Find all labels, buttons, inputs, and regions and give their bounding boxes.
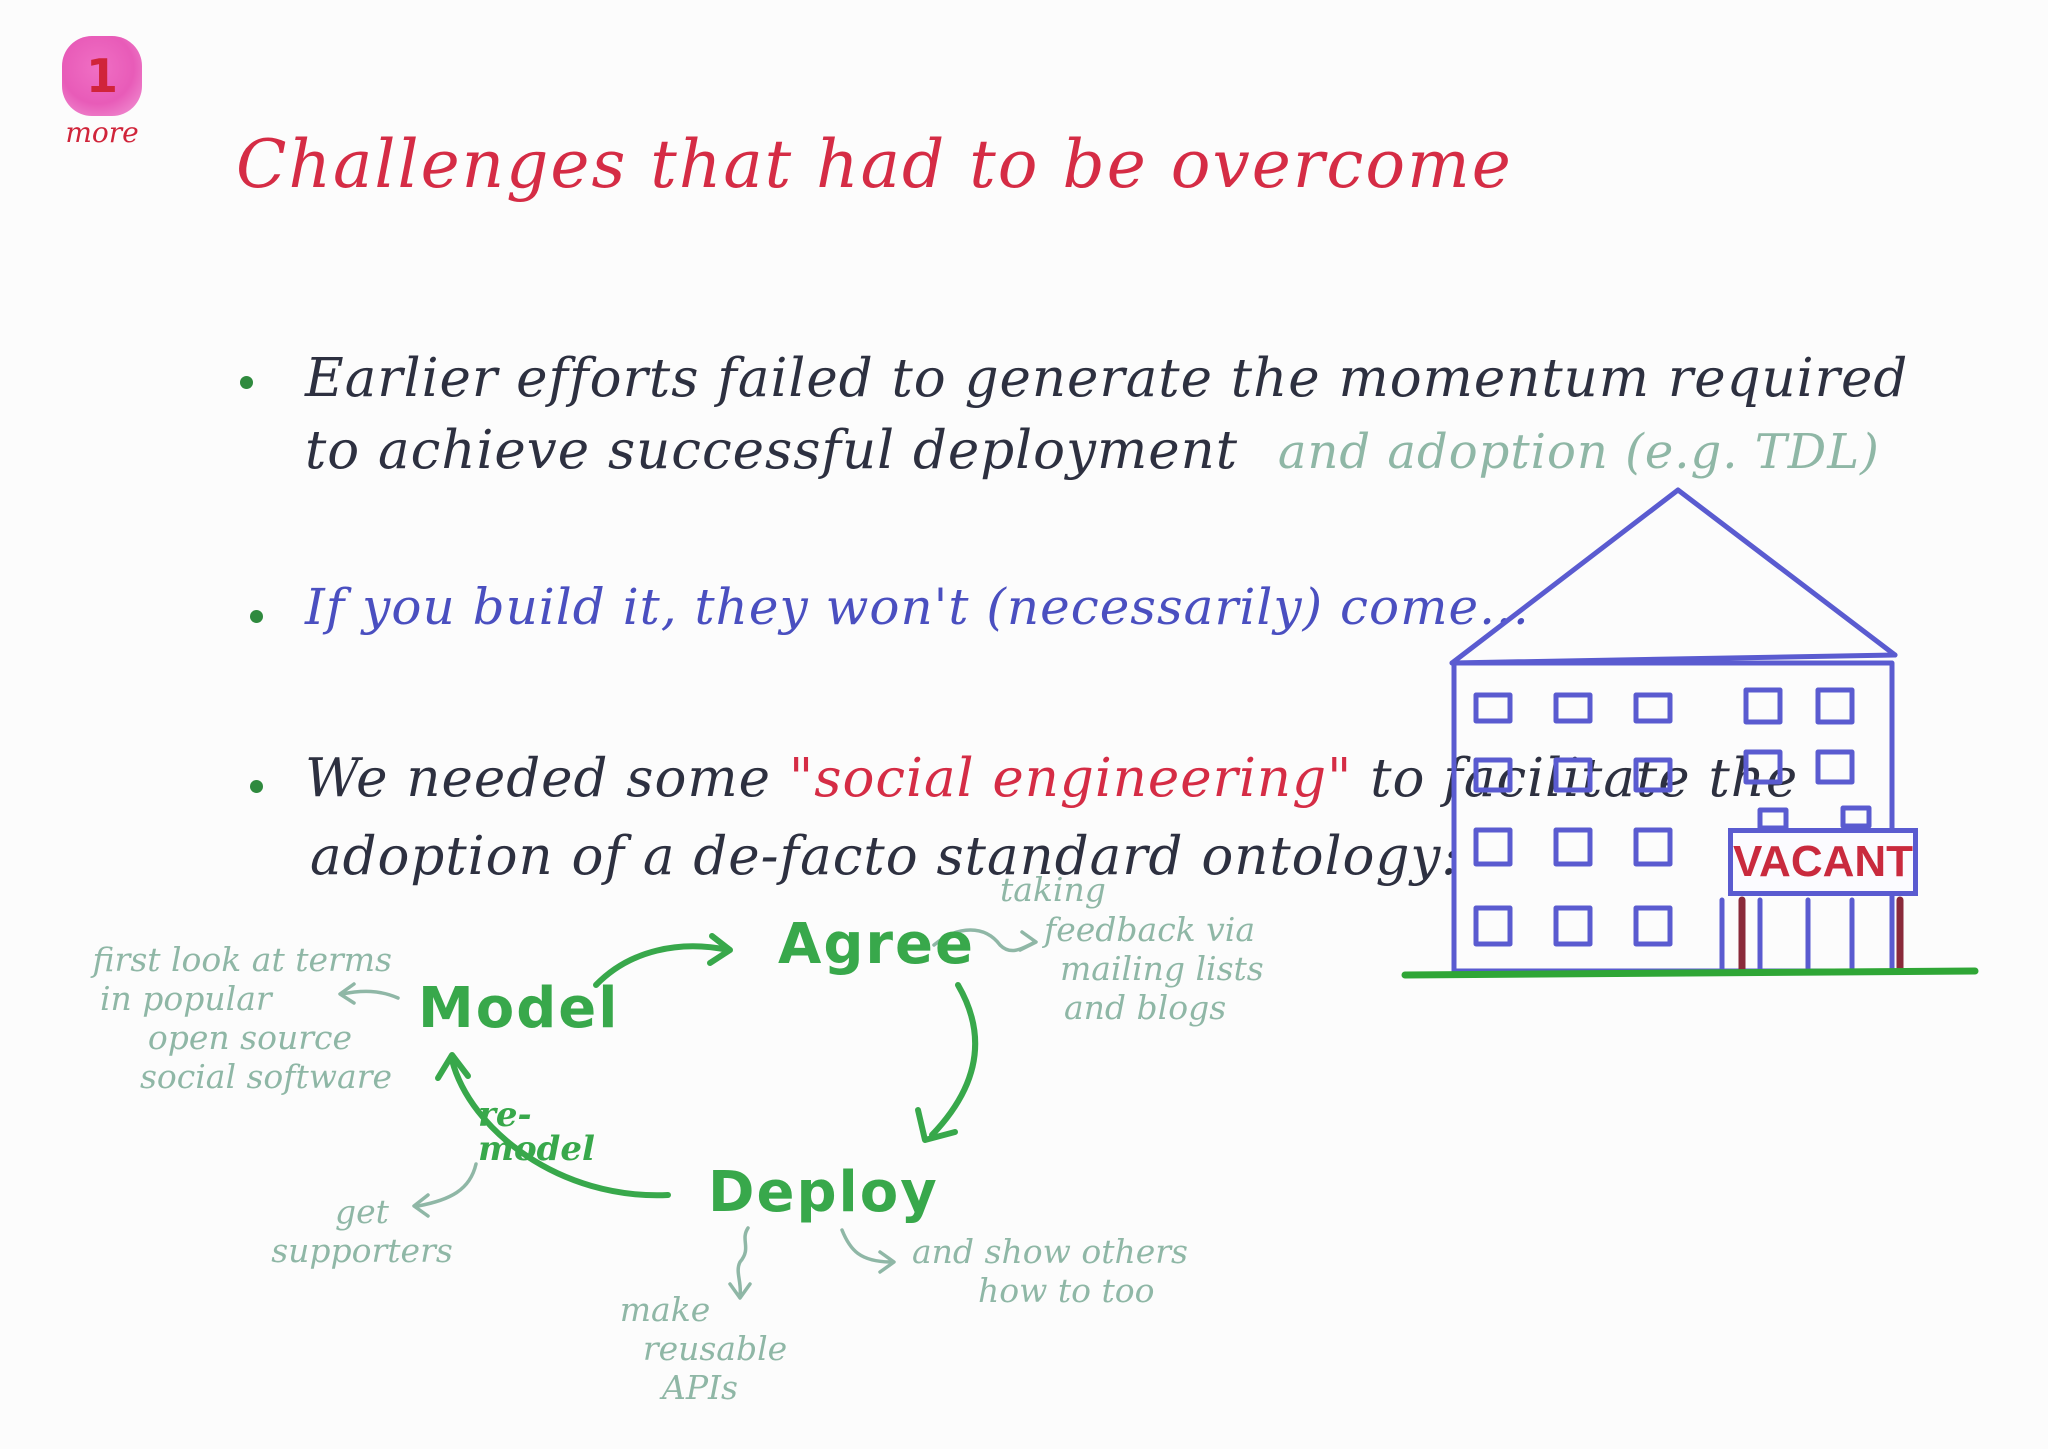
note-show-line-2: how to too — [978, 1271, 1155, 1310]
bullet-3-line-2: adoption of a de-facto standard ontology… — [310, 826, 1461, 887]
grass-line — [1401, 967, 1979, 979]
note-agree-label: taking — [1000, 870, 1106, 909]
arrow-agree-to-deploy — [929, 982, 979, 1138]
note-supporters-line-2: supporters — [271, 1231, 453, 1270]
note-supporters-line-1: get — [335, 1192, 389, 1231]
note-show-line-1: and show others — [912, 1232, 1188, 1271]
note-arrow-model — [340, 989, 400, 1000]
roof — [1449, 487, 1898, 666]
note-arrow-apis — [736, 1226, 750, 1298]
cycle-node-deploy: Deploy — [708, 1160, 939, 1225]
more-badge[interactable]: 1 — [62, 36, 142, 116]
note-supporters: get supporters — [262, 1192, 462, 1270]
note-agree: feedback via mailing lists and blogs — [1044, 910, 1264, 1027]
more-count: 1 — [85, 49, 118, 103]
bullet-3-line-1: We needed some "social engineering" to f… — [305, 748, 1798, 809]
bullet-dot-1 — [240, 376, 253, 389]
note-arrow-show — [840, 1228, 894, 1264]
bullet-dot-2 — [250, 610, 263, 623]
note-agree-line-3: and blogs — [1064, 988, 1227, 1027]
bullet-1-line-2-aside: and adoption (e.g. TDL) — [1277, 424, 1880, 480]
building-walls — [1451, 660, 1895, 974]
arrow-model-to-agree — [593, 943, 731, 988]
bullet-3-before: We needed some — [305, 748, 772, 809]
bullet-1-line-2: to achieve successful deployment and ado… — [305, 420, 1880, 481]
note-model: first look at terms in popular open sour… — [82, 940, 392, 1096]
cycle-remodel-label: re- model — [478, 1095, 595, 1169]
bullet-1-line-1: Earlier efforts failed to generate the m… — [305, 348, 1909, 409]
bullet-2-text: If you build it, they won't (necessarily… — [305, 578, 1530, 636]
building — [1449, 487, 1898, 974]
note-model-line-3: open source — [147, 1018, 352, 1057]
note-model-line-4: social software — [139, 1057, 392, 1096]
note-agree-line-2: mailing lists — [1060, 949, 1264, 988]
arrow-deploy-to-model — [449, 1057, 671, 1199]
cycle-node-agree: Agree — [778, 912, 976, 977]
note-agree-line-1: feedback via — [1044, 910, 1256, 949]
cycle-node-model: Model — [418, 976, 620, 1041]
bullet-3-highlight: "social engineering" — [788, 748, 1353, 809]
note-apis-line-2: reusable — [642, 1329, 788, 1368]
note-model-line-1: first look at terms — [92, 940, 392, 979]
bullet-dot-3 — [250, 780, 263, 793]
vacant-sign: VACANT — [1728, 828, 1918, 896]
note-apis-line-3: APIs — [661, 1368, 738, 1407]
note-apis-line-1: make — [619, 1290, 711, 1329]
page-title: Challenges that had to be overcome — [236, 126, 1513, 203]
note-arrow-supporters — [416, 1162, 478, 1208]
note-show-others: and show others how to too — [912, 1232, 1188, 1310]
note-apis: make reusable APIs — [590, 1290, 810, 1407]
more-label[interactable]: more — [65, 116, 139, 149]
sign-posts — [1738, 896, 1904, 974]
bullet-1-line-2-text: to achieve successful deployment — [305, 420, 1239, 481]
note-model-line-2: in popular — [100, 979, 272, 1018]
